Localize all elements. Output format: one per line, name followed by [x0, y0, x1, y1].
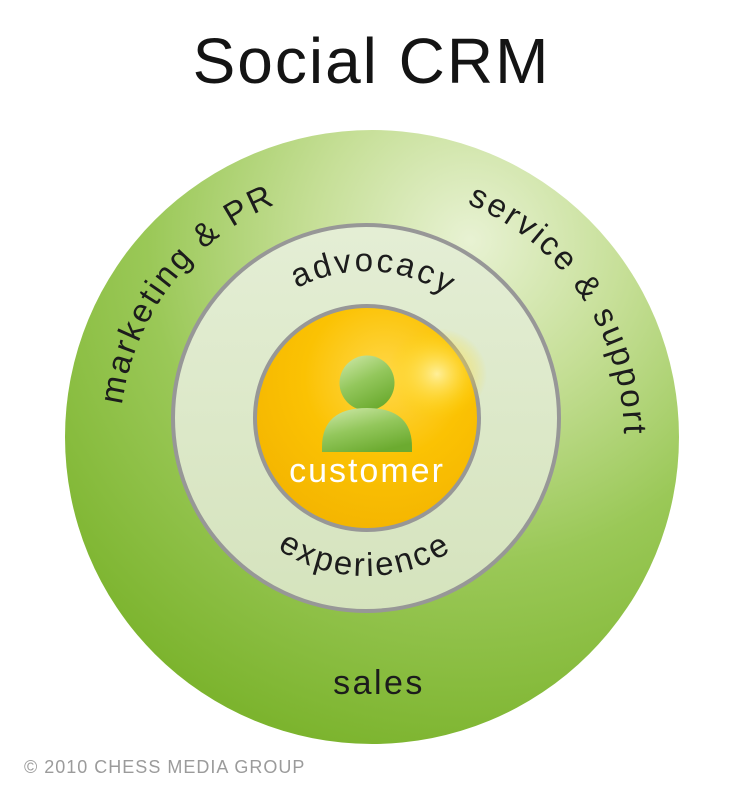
- copyright: © 2010 CHESS MEDIA GROUP: [24, 757, 306, 777]
- label-customer: customer: [289, 452, 445, 490]
- label-sales: sales: [333, 664, 425, 702]
- person-body: [322, 408, 412, 452]
- gloss-highlight: [387, 328, 487, 420]
- person-icon: [322, 355, 412, 452]
- page-title: Social CRM: [192, 25, 551, 97]
- person-head: [339, 355, 395, 411]
